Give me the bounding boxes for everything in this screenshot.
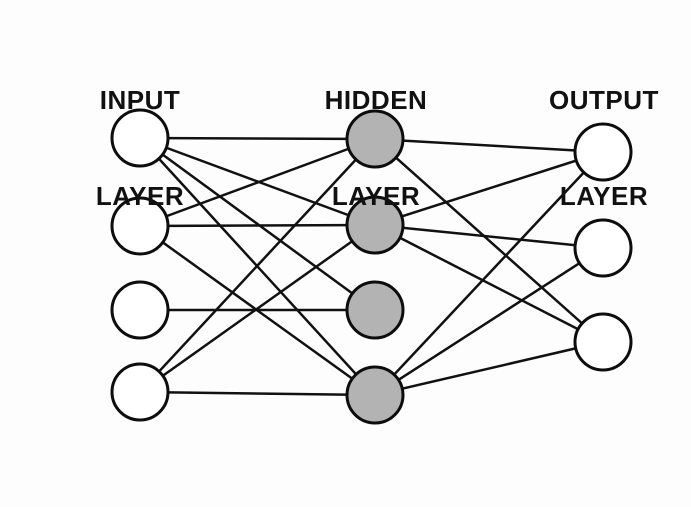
input-layer-heading-line2: LAYER <box>95 181 185 211</box>
input-node-i1 <box>110 108 170 168</box>
edge-i1-h1 <box>139 136 376 141</box>
edge-h4-o1 <box>374 151 604 396</box>
edge-h4-o3 <box>374 340 604 397</box>
output-layer-heading-line1: OUTPUT <box>549 85 659 115</box>
edge-i2-h2 <box>139 223 376 228</box>
input-node-i3 <box>110 280 170 340</box>
output-layer-heading-line2: LAYER <box>559 181 649 211</box>
edge-h1-o3 <box>374 138 604 343</box>
output-node-o2 <box>573 218 633 278</box>
edge-h1-o1 <box>374 137 604 154</box>
edge-i1-h3 <box>139 136 376 312</box>
hidden-node-h3 <box>345 280 405 340</box>
output-layer-heading: OUTPUT LAYER <box>494 20 691 276</box>
hidden-layer-heading-line2: LAYER <box>331 181 421 211</box>
edge-i2-h1 <box>139 137 376 228</box>
edge-h4-o2 <box>374 246 604 397</box>
edge-h2-o3 <box>374 223 604 344</box>
edge-i4-h1 <box>139 138 376 393</box>
edge-h2-o2 <box>374 223 604 250</box>
input-layer-heading: INPUT LAYER <box>30 20 250 276</box>
edge-h2-o1 <box>374 150 604 227</box>
edge-i4-h2 <box>139 223 376 394</box>
output-node-o3 <box>573 312 633 372</box>
input-node-i2 <box>110 196 170 256</box>
hidden-node-h2 <box>345 195 405 255</box>
hidden-layer-heading: HIDDEN LAYER <box>266 20 486 276</box>
hidden-node-h1 <box>345 109 405 169</box>
hidden-layer-heading-line1: HIDDEN <box>324 85 428 115</box>
output-node-o1 <box>573 122 633 182</box>
input-node-i4 <box>110 362 170 422</box>
hidden-node-h4 <box>345 365 405 425</box>
input-layer-heading-line1: INPUT <box>99 85 181 115</box>
edge-i4-h4 <box>139 390 376 397</box>
